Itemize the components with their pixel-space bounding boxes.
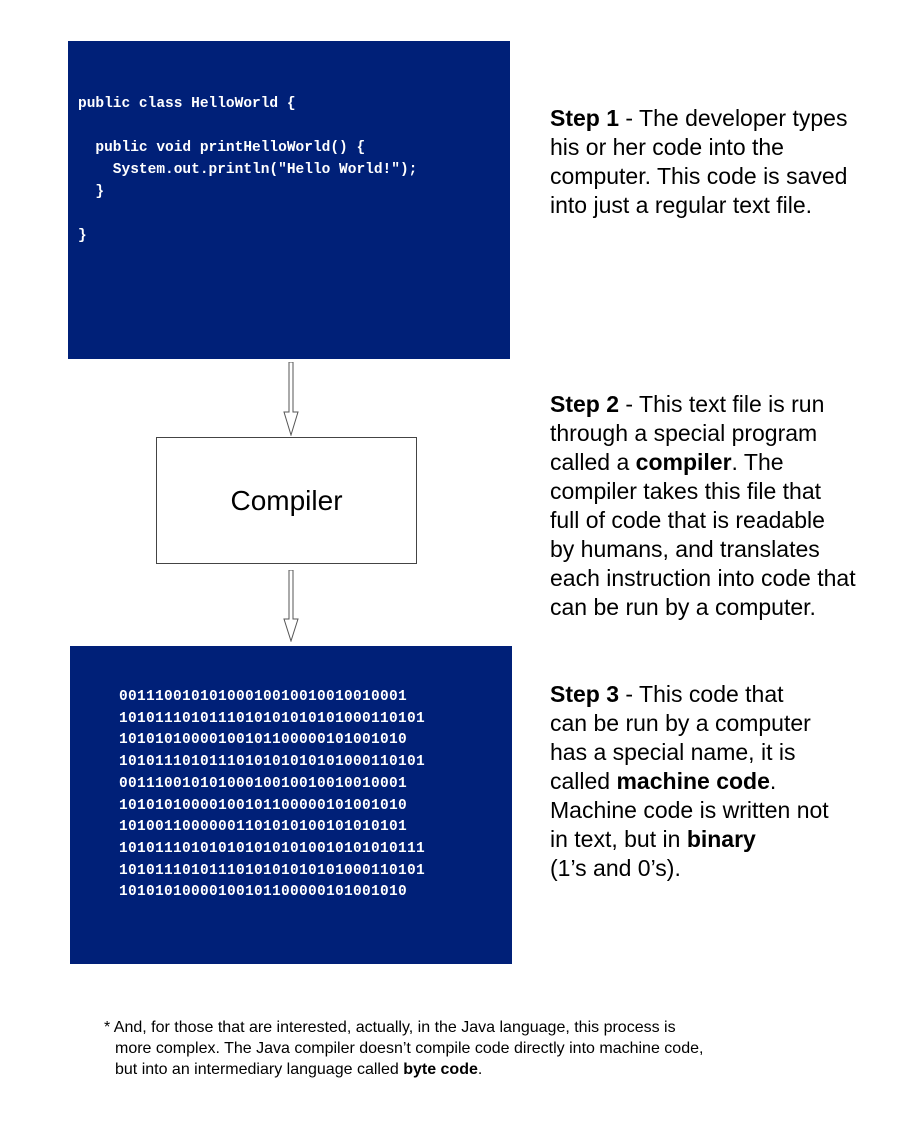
compiler-label: Compiler — [230, 484, 343, 516]
compiler-box: Compiler — [156, 437, 417, 564]
down-arrow-icon — [283, 362, 299, 436]
machine-code-panel: 00111001010100010010010010010001 1010111… — [70, 646, 512, 964]
step-2-heading: Step 2 — [550, 391, 620, 417]
down-arrow-icon — [283, 570, 299, 642]
byte-code-term: byte code — [403, 1061, 478, 1078]
machine-code-term: machine code — [616, 768, 770, 794]
footnote: * And, for those that are interested, ac… — [104, 1019, 704, 1078]
compiler-term: compiler — [635, 449, 732, 475]
step-3-heading: Step 3 — [550, 681, 620, 707]
step-3-text: Step 3 - This code that can be run by a … — [550, 681, 829, 881]
source-code-text: public class HelloWorld { public void pr… — [78, 96, 418, 244]
step-2-text: Step 2 - This text file is run through a… — [550, 391, 856, 620]
binary-term: binary — [686, 826, 756, 852]
step-1-text: Step 1 - The developer types his or her … — [550, 105, 848, 218]
source-code-panel: public class HelloWorld { public void pr… — [68, 41, 510, 359]
step-1-heading: Step 1 — [550, 105, 620, 131]
machine-code-text: 00111001010100010010010010010001 1010111… — [119, 689, 426, 901]
